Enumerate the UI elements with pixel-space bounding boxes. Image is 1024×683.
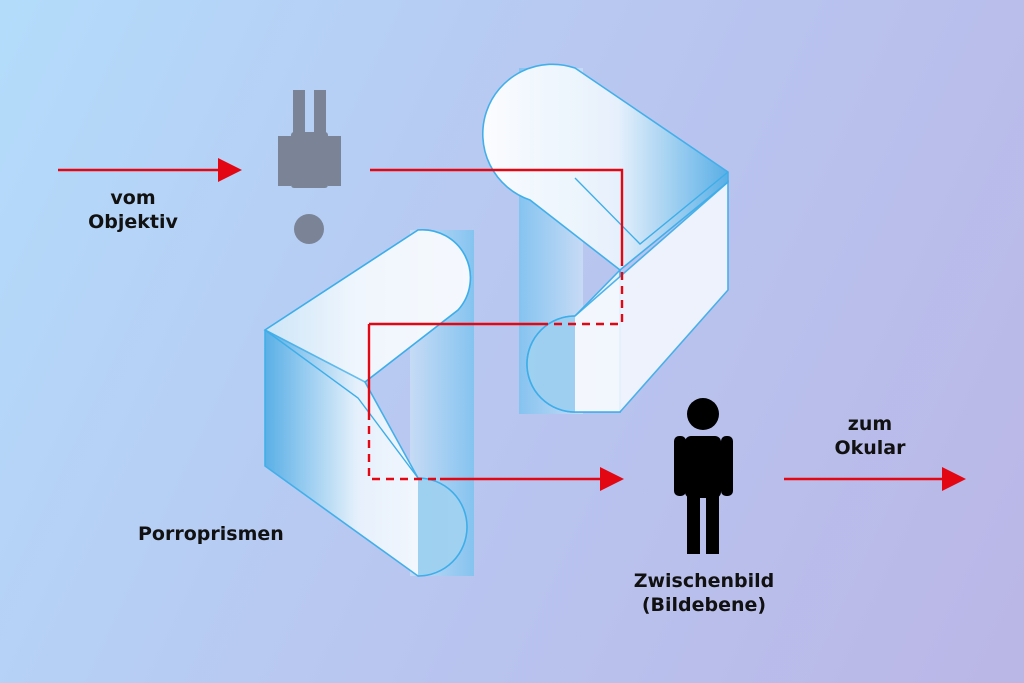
intermediate-image-label: Zwischenbild (Bildebene) [623,569,785,617]
lower-prism-upper-face [263,229,472,383]
prisms-label: Porroprismen [138,523,284,545]
person-upside-down-icon [278,90,341,244]
input-label: vom Objektiv [78,186,188,234]
person-icon [674,398,733,554]
lower-prism [263,229,474,577]
output-label: zum Okular [815,412,925,460]
upper-prism-roof-line [574,171,729,245]
beam-hidden-upper [542,258,624,326]
input-label-line1: vom [110,187,156,209]
arrow-right-icon [942,467,966,491]
output-label-line2: Okular [834,437,906,459]
lower-prism-roof-line [264,329,419,479]
light-beam-hidden [367,258,624,481]
beam-hidden-lower [367,412,440,481]
input-label-line2: Objektiv [88,211,178,233]
arrow-right-icon [218,158,242,182]
intermediate-image-label-line2: (Bildebene) [641,594,767,616]
beam-through-upper-prism [370,168,624,258]
light-beam [58,168,946,481]
lower-prism-end-curve [417,477,468,577]
upper-prism [482,63,729,414]
upper-prism-bottom-curve [526,315,576,413]
output-label-line1: zum [847,413,893,435]
intermediate-image-label-line1: Zwischenbild [633,570,775,592]
arrow-right-icon [600,467,624,491]
